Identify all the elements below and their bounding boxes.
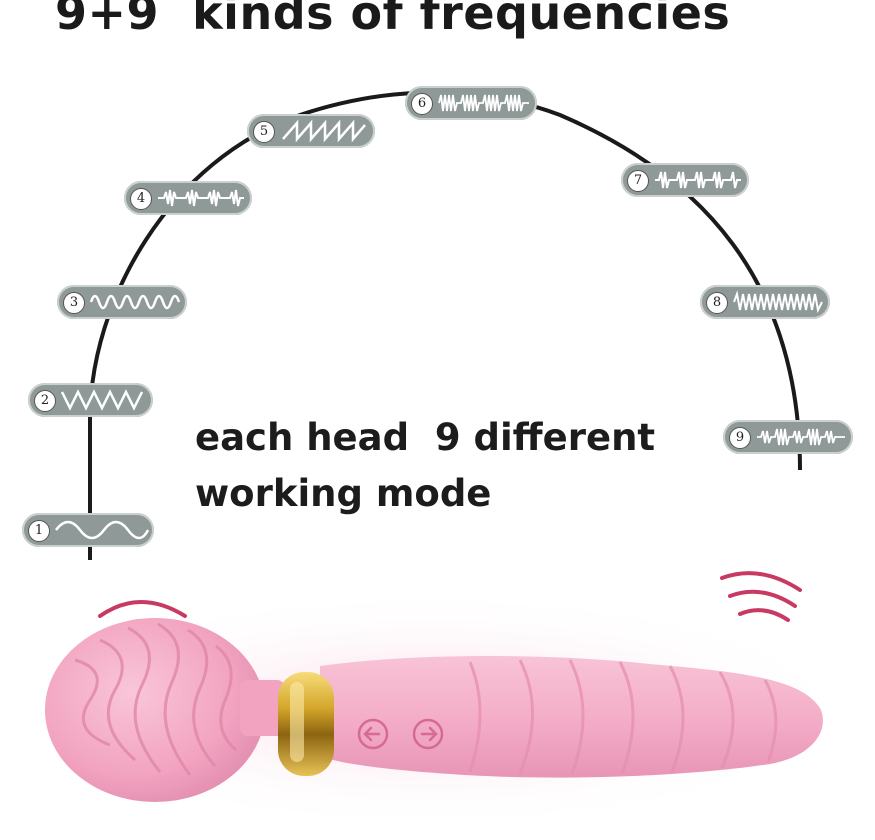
left-arrow-button-icon <box>357 718 389 750</box>
mode-description: each head 9 different working mode <box>195 410 655 522</box>
description-line-1: each head 9 different <box>195 416 656 459</box>
mode-badge-4: 4 <box>124 181 252 215</box>
dense-sine-wave-icon <box>89 294 181 310</box>
vibration-waves-icon <box>720 571 802 622</box>
dense-zigzag-wave-icon <box>733 290 823 314</box>
pulse-burst-wave-icon <box>158 189 244 207</box>
wand-illustration <box>0 571 860 830</box>
wand-head <box>45 618 265 802</box>
mode-number: 8 <box>706 292 728 314</box>
mode-number: 6 <box>411 93 433 115</box>
mode-badge-8: 8 <box>700 285 830 319</box>
mode-number: 7 <box>627 170 649 192</box>
right-arrow-button-icon <box>412 718 444 750</box>
mode-badge-3: 3 <box>57 285 187 319</box>
page-title: 9+9 kinds of frequencies <box>55 0 731 40</box>
mode-number: 9 <box>729 427 751 449</box>
mode-number: 4 <box>130 188 152 210</box>
description-line-2: working mode <box>195 472 492 515</box>
gold-collar <box>278 672 334 776</box>
mode-badge-1: 1 <box>22 513 154 547</box>
mode-badge-5: 5 <box>247 114 375 148</box>
zigzag-wave-icon <box>60 389 144 411</box>
head-ridges <box>74 622 237 776</box>
rapid-burst-wave-icon <box>438 94 529 112</box>
mode-number: 1 <box>28 520 50 542</box>
mode-badge-9: 9 <box>723 420 853 454</box>
wand-body <box>320 656 823 778</box>
mode-number: 2 <box>34 390 56 412</box>
body-ridges <box>468 659 778 775</box>
mode-number: 5 <box>253 121 275 143</box>
wand-neck <box>240 680 285 736</box>
pulse-burst-wave-icon <box>655 171 741 189</box>
mode-number: 3 <box>63 292 85 314</box>
mode-badge-6: 6 <box>405 86 537 120</box>
mode-badge-7: 7 <box>621 163 749 197</box>
rapid-burst-wave-icon <box>757 428 845 446</box>
mode-badge-2: 2 <box>28 383 153 417</box>
slow-sine-wave-icon <box>55 520 149 540</box>
sawtooth-wave-icon <box>282 119 366 143</box>
